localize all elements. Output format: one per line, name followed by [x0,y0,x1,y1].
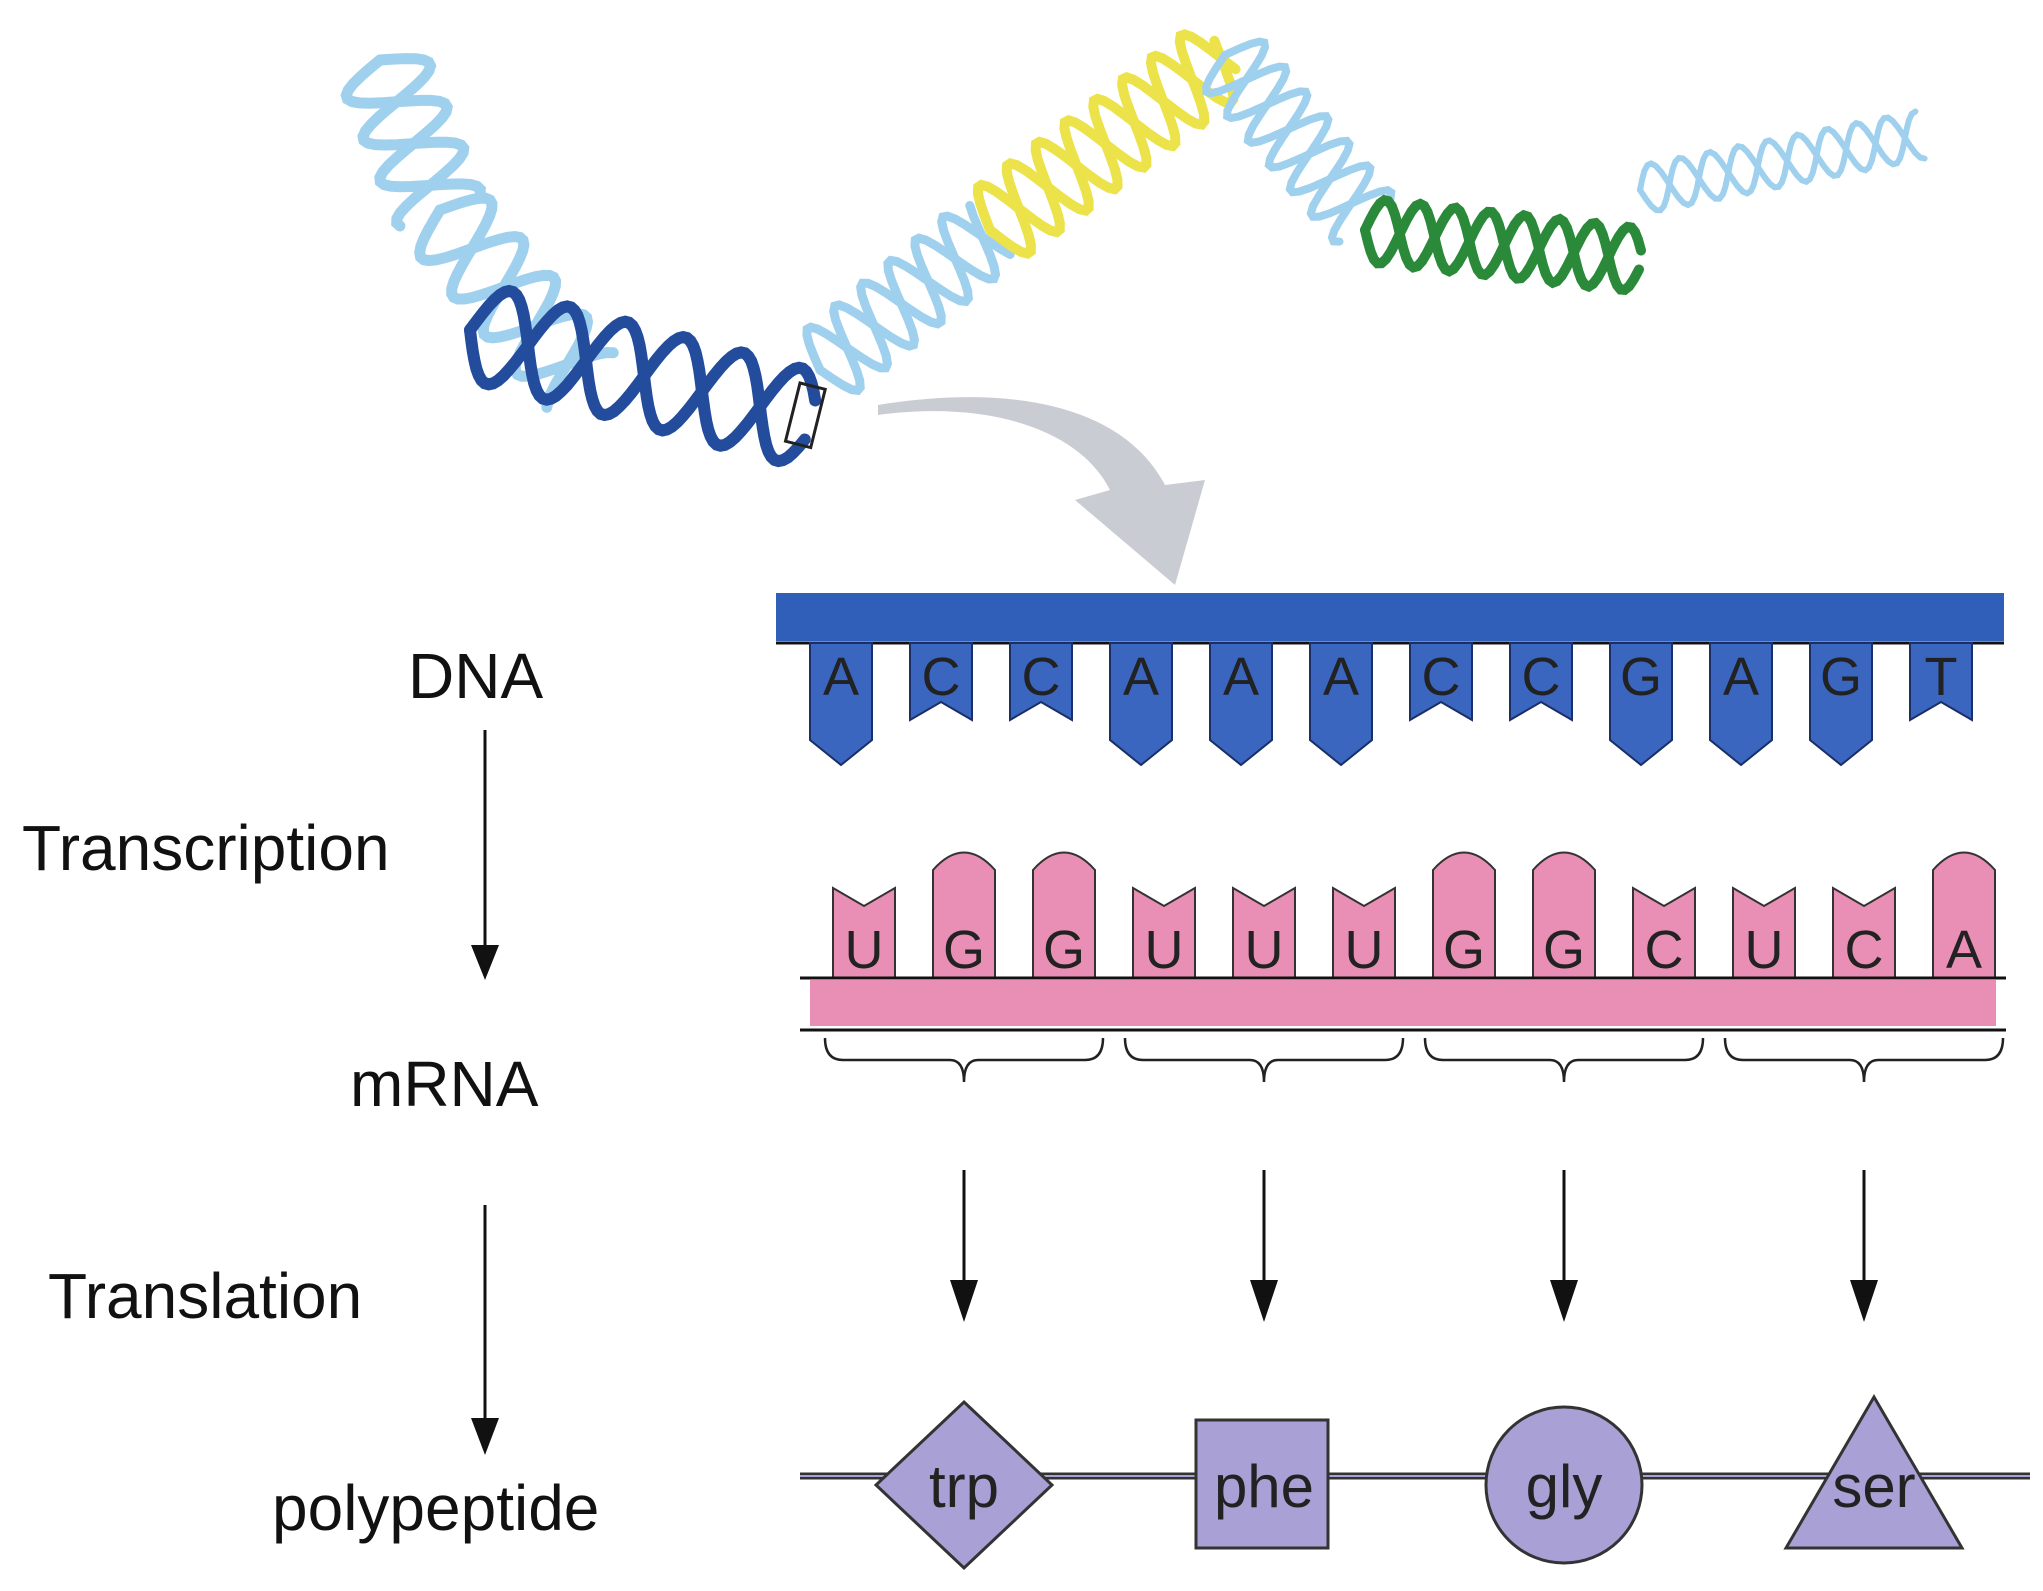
mrna-base: C [1832,886,1896,980]
codon-translation-arrow [1550,1170,1578,1322]
mrna-base: A [1932,851,1996,980]
amino-acid-triangle [1783,1394,1965,1550]
dna-base: G [1609,642,1673,767]
dna-base-letter: C [1522,647,1561,707]
dna-base-letter: A [1323,647,1359,707]
mrna-base: U [1332,886,1396,980]
translation-arrow [471,1205,499,1455]
mrna-base: U [1132,886,1196,980]
zoom-arrow [878,397,1205,585]
dna-label: DNA [408,640,543,712]
mrna-base-letter: U [1745,920,1784,980]
transcription-arrow [471,730,499,980]
mrna-base: U [1732,886,1796,980]
mrna-base: U [1232,886,1296,980]
helix-strand [1360,194,1644,296]
dna-base: C [1509,642,1573,722]
mrna-base-letter: G [1543,920,1585,980]
dna-base: A [1709,642,1773,767]
helix-strand [802,201,1001,375]
transcription-label: Transcription [22,812,390,884]
helix-strand [357,53,470,232]
amino-acid-circle [1484,1405,1644,1565]
dna-base: G [1809,642,1873,767]
dna-base: T [1909,642,1973,722]
dna-base-letter: A [1723,647,1759,707]
mrna-base-letter: U [1245,920,1284,980]
amino-acid-ser: ser [1783,1394,1965,1550]
dna-base-letter: C [1022,647,1061,707]
mrna-base: G [1432,851,1496,980]
helix-strand [464,284,811,468]
mrna-base-letter: U [1345,920,1384,980]
codon-translation-arrow [1850,1170,1878,1322]
mrna-base-letter: G [1443,920,1485,980]
mrna-base-letter: U [845,920,884,980]
mrna-base-letter: U [1145,920,1184,980]
zoom-box [783,381,828,450]
dna-base-letter: G [1820,647,1862,707]
dna-base-letter: A [823,647,859,707]
amino-acid-diamond [873,1399,1055,1571]
helix-strand [1637,114,1928,209]
dna-helix-illustration [340,29,1928,468]
dna-base-letter: C [1422,647,1461,707]
codon-brace [1123,1037,1405,1083]
amino-acid-label: ser [1832,1453,1915,1520]
amino-acid-phe: phe [1194,1418,1330,1550]
codon-brace [823,1037,1105,1083]
codon-translation-arrow [1250,1170,1278,1322]
amino-acid-label: gly [1526,1453,1603,1520]
helix-strand [1202,51,1375,246]
dna-base-letter: A [1123,647,1159,707]
mrna-base: U [832,886,896,980]
dna-base: C [909,642,973,722]
dna-base: C [1409,642,1473,722]
mrna-label: mRNA [350,1048,539,1120]
mrna-base: G [932,851,996,980]
dna-base: A [1209,642,1273,767]
dna-base-letter: A [1223,647,1259,707]
mrna-base: G [1532,851,1596,980]
codon-brace [1723,1037,2005,1083]
amino-acid-trp: trp [873,1399,1055,1571]
dna-base: A [809,642,873,767]
mrna-base: C [1632,886,1696,980]
helix-strand [1637,108,1919,214]
mrna-base: G [1032,851,1096,980]
translation-label: Translation [48,1260,362,1332]
mrna-base-letter: C [1845,920,1884,980]
dna-base-letter: C [922,647,961,707]
helix-strand [972,35,1239,238]
codon-translation-arrow [950,1170,978,1322]
amino-acid-label: phe [1214,1453,1314,1520]
amino-acid-square [1194,1418,1330,1550]
dna-base-letter: T [1925,647,1958,707]
mrna-base-letter: A [1946,920,1982,980]
polypeptide-chain: trp phe gly ser [800,1394,2030,1571]
dna-base: C [1009,642,1073,722]
dna-base: A [1109,642,1173,767]
codon-brace [1423,1037,1705,1083]
dna-backbone [776,593,2004,641]
mrna-base-letter: G [1043,920,1085,980]
mrna-base-letter: C [1645,920,1684,980]
dna-base-letter: G [1620,647,1662,707]
amino-acid-label: trp [929,1453,999,1520]
mrna-base-letter: G [943,920,985,980]
polypeptide-label: polypeptide [272,1472,599,1544]
helix-strand [1221,37,1396,221]
mrna-backbone [810,980,1996,1026]
amino-acid-gly: gly [1484,1405,1644,1565]
dna-base: A [1309,642,1373,767]
